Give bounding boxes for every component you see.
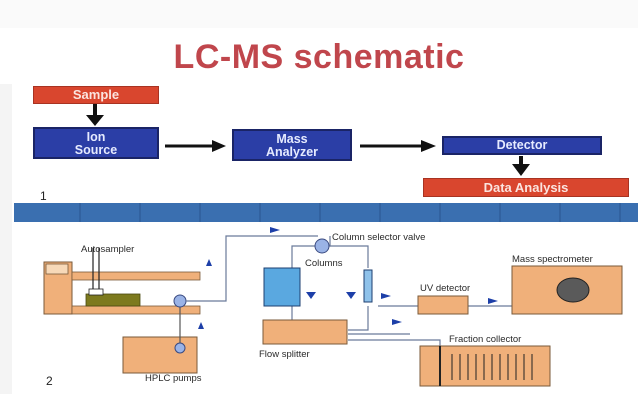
arrow-detector-to-data-analysis: [512, 156, 530, 176]
label-fraction-collector: Fraction collector: [449, 334, 522, 345]
label-mass-spectrometer: Mass spectrometer: [512, 254, 593, 265]
separator-band: [14, 203, 638, 222]
sample-box: Sample: [33, 86, 159, 104]
panel-number-1: 1: [40, 189, 47, 203]
label-columns: Columns: [305, 258, 343, 269]
arrow-ion-source-to-mass-analyzer: [165, 140, 226, 152]
uv-detector: [417, 295, 469, 315]
label-hplc-pumps: HPLC pumps: [145, 373, 202, 384]
mass-analyzer-box: Mass Analyzer: [232, 129, 352, 161]
column-selector-valve: [314, 238, 330, 254]
fraction-collector: [419, 345, 551, 387]
detector-box: Detector: [442, 136, 602, 155]
tubing-lines: [186, 235, 512, 346]
ion-source-line-1: Ion: [86, 130, 106, 144]
mass-spectrometer: [511, 265, 623, 315]
flow-marker-right-2: [381, 293, 391, 299]
arrow-mass-analyzer-to-detector: [360, 140, 436, 152]
label-uv-detector: UV detector: [420, 283, 471, 294]
detector-label: Detector: [496, 138, 548, 152]
mass-analyzer-line-1: Mass: [276, 132, 308, 146]
flow-marker-down-1: [306, 292, 316, 299]
flow-marker-up-2: [198, 322, 204, 329]
column: [263, 267, 301, 307]
data-analysis-box: Data Analysis: [423, 178, 629, 197]
flow-direction-markers: [198, 227, 498, 329]
ion-source-line-2: Source: [74, 143, 118, 157]
flow-marker-right-4: [488, 298, 498, 304]
label-column-selector-valve: Column selector valve: [332, 232, 426, 243]
label-flow-splitter: Flow splitter: [259, 349, 310, 360]
flow-marker-right-3: [392, 319, 402, 325]
label-autosampler: Autosampler: [81, 244, 135, 255]
sample-label: Sample: [72, 87, 120, 102]
flow-marker-down-2: [346, 292, 356, 299]
data-analysis-label: Data Analysis: [483, 180, 569, 195]
arrow-sample-to-ion-source: [86, 104, 104, 126]
page-title: LC-MS schematic: [173, 38, 465, 76]
flow-marker-up-1: [206, 259, 212, 266]
secondary-column: [363, 269, 373, 303]
ion-source-box: Ion Source: [33, 127, 159, 159]
flow-splitter: [262, 319, 348, 345]
left-margin: [0, 84, 12, 394]
autosampler-unit: [43, 248, 201, 315]
flow-marker-right-1: [270, 227, 280, 233]
panel-number-2: 2: [46, 374, 53, 388]
hplc-pump-unit: [122, 294, 198, 374]
top-band: [0, 0, 638, 28]
mass-analyzer-line-2: Analyzer: [265, 145, 319, 159]
